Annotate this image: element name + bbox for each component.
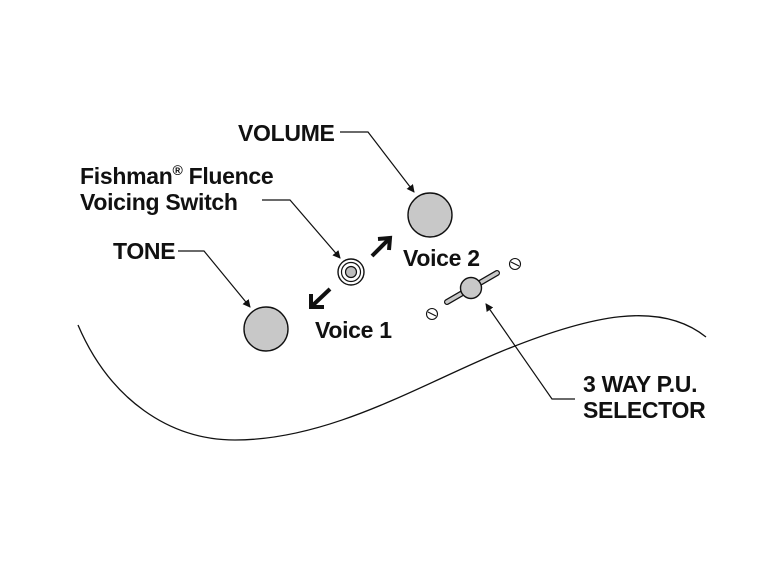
pickup-selector — [444, 270, 500, 305]
voice2-arrow — [370, 235, 393, 258]
fluence-word: Fluence — [183, 163, 274, 189]
selector-label-line2: SELECTOR — [583, 397, 706, 423]
selector-leader — [485, 303, 575, 400]
tone-leader — [178, 250, 251, 308]
fishman-label-line1: Fishman® Fluence — [80, 162, 273, 189]
volume-label: VOLUME — [238, 120, 335, 146]
selector-screw-top — [508, 257, 522, 271]
voice1-label: Voice 1 — [315, 317, 392, 343]
fishman-brand: Fishman — [80, 163, 172, 189]
fishman-label-line2: Voicing Switch — [80, 189, 238, 215]
volume-knob — [407, 192, 453, 238]
voice2-label: Voice 2 — [403, 245, 480, 271]
selector-label-line1: 3 WAY P.U. — [583, 371, 697, 397]
guitar-body-outline — [77, 315, 707, 441]
tone-label: TONE — [113, 238, 175, 264]
registered-mark: ® — [172, 162, 183, 178]
selector-screw-bottom — [425, 307, 439, 321]
voicing-switch-leader — [262, 199, 341, 259]
tone-knob — [243, 306, 289, 352]
voice1-arrow — [309, 287, 332, 309]
voicing-switch — [337, 258, 365, 286]
volume-leader — [340, 131, 415, 193]
